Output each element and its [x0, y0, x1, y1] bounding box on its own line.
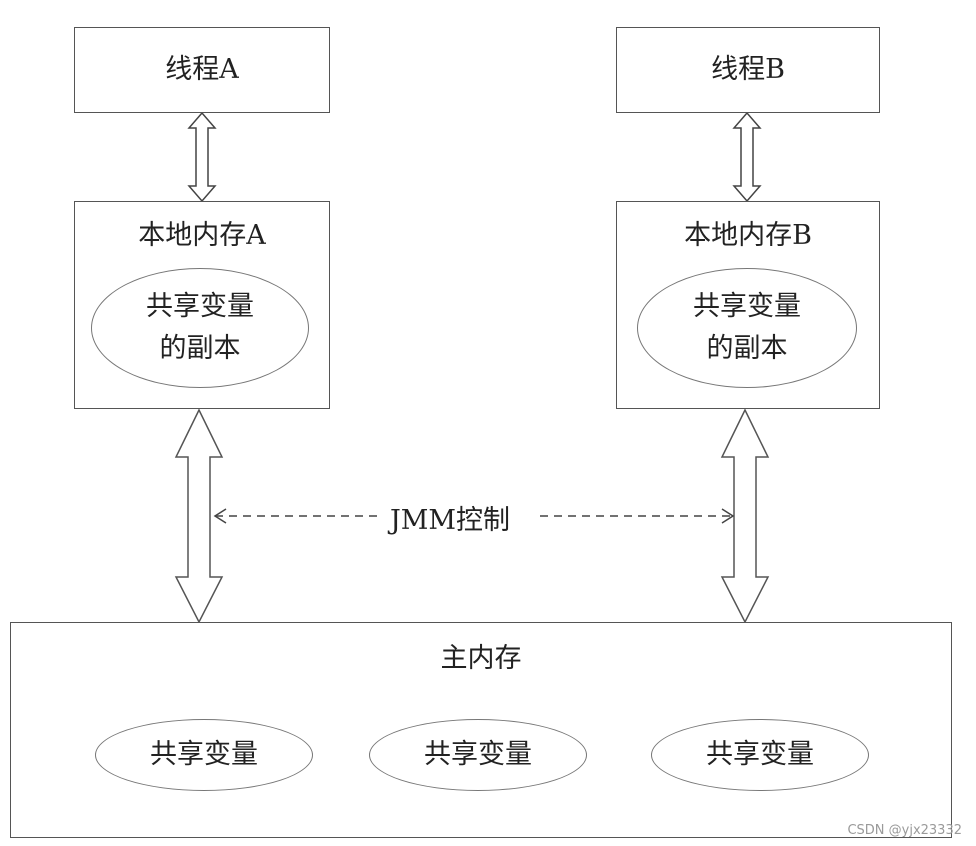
thread-a-label: 线程A — [165, 54, 239, 85]
csdn-watermark: CSDN @yjx23332 — [847, 823, 962, 838]
local-memory-b-box: 本地内存B 共享变量 的副本 — [616, 201, 880, 409]
jmm-arrowhead-left — [213, 508, 227, 524]
local-memory-b-label: 本地内存B — [684, 220, 812, 251]
shared-variable-2: 共享变量 — [369, 719, 587, 791]
shared-variable-1: 共享变量 — [95, 719, 313, 791]
thread-b-box: 线程B — [616, 27, 880, 113]
arrow-thread-b-local-b — [732, 111, 762, 203]
shared-variable-copy-b: 共享变量 的副本 — [637, 268, 857, 388]
main-memory-box: 主内存 共享变量 共享变量 共享变量 — [10, 622, 952, 838]
jmm-arrowhead-right — [721, 508, 735, 524]
arrow-thread-a-local-a — [187, 111, 217, 203]
copy-b-line2: 的副本 — [706, 333, 788, 364]
shared-variable-3: 共享变量 — [651, 719, 869, 791]
local-memory-a-box: 本地内存A 共享变量 的副本 — [74, 201, 330, 409]
jmm-control-label: JMM控制 — [380, 498, 520, 537]
local-memory-a-label: 本地内存A — [138, 220, 266, 251]
copy-a-line1: 共享变量 — [146, 291, 254, 323]
main-memory-label: 主内存 — [440, 643, 522, 674]
thread-b-label: 线程B — [711, 54, 785, 85]
copy-b-line1: 共享变量 — [693, 291, 801, 323]
thread-a-box: 线程A — [74, 27, 330, 113]
copy-a-line2: 的副本 — [159, 333, 241, 364]
shared-variable-copy-a: 共享变量 的副本 — [91, 268, 309, 388]
